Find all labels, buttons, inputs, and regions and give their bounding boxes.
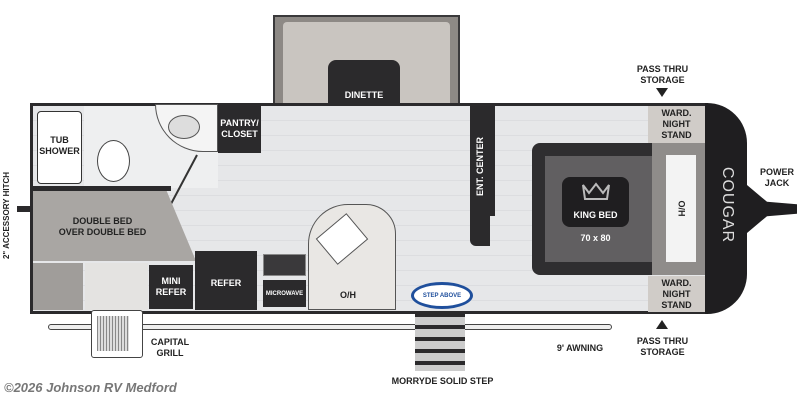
refer (195, 251, 257, 310)
step-label: MORRYDE SOLID STEP (391, 376, 494, 386)
entry-step (415, 313, 465, 371)
mini-refer (149, 265, 193, 309)
mini-refer-label: MINI REFER (155, 276, 187, 297)
ward-top-label: WARD. NIGHT STAND (661, 108, 692, 140)
kitchen-oh-label: O/H (339, 290, 356, 300)
arrow-down-icon (656, 88, 668, 97)
pass-thru-top-label: PASS THRU STORAGE (636, 64, 689, 85)
bed-oh-label: O/H (676, 200, 687, 217)
capital-grill-label: CAPITAL GRILL (150, 337, 190, 358)
toilet (97, 140, 130, 182)
bed-size-label: 70 x 80 (580, 233, 611, 243)
hitch (17, 206, 30, 212)
watermark: ©2026 Johnson RV Medford (4, 380, 177, 395)
pass-thru-bottom-label: PASS THRU STORAGE (636, 336, 689, 357)
double-bed-label: DOUBLE BED OVER DOUBLE BED (58, 216, 147, 237)
brand-text: COUGAR (719, 166, 737, 244)
brand-logo: COUGAR (712, 150, 742, 260)
king-bed-label: KING BED (573, 210, 618, 220)
dinette-label: DINETTE (344, 90, 384, 100)
refer-label: REFER (210, 278, 242, 288)
ent-center-label: ENT. CENTER (474, 136, 485, 196)
bed-oh-cabinet (666, 155, 696, 262)
awning-bar (48, 324, 612, 330)
power-jack (747, 185, 797, 233)
double-bed (33, 191, 196, 261)
bed-oh-text-wrap: O/H (666, 155, 696, 262)
hitch-text-wrap: 2" ACCESSORY HITCH (0, 160, 14, 270)
pantry-label: PANTRY/ CLOSET (220, 118, 259, 139)
ent-center-text-wrap: ENT. CENTER (470, 106, 490, 226)
microwave (263, 280, 306, 307)
ward-bottom-label: WARD. NIGHT STAND (661, 278, 692, 310)
hitch-label: 2" ACCESSORY HITCH (2, 171, 12, 259)
arrow-up-icon (656, 320, 668, 329)
ward-night-stand-top (648, 106, 705, 143)
stove (263, 254, 306, 276)
awning-label: 9' AWNING (556, 343, 604, 353)
tub-shower-label: TUB SHOWER (39, 135, 80, 156)
cabinet (33, 263, 83, 310)
crown-icon (582, 182, 610, 200)
tub-shower (37, 111, 82, 184)
power-jack-label: POWER JACK (759, 167, 794, 188)
front-cap (705, 103, 747, 314)
step-above-logo-text: STEP ABOVE (422, 292, 462, 299)
grill-grate (97, 316, 129, 351)
pantry-closet (218, 106, 261, 153)
counter (85, 263, 148, 310)
ent-center-wall (490, 106, 495, 216)
bath-wall (31, 186, 171, 191)
microwave-label: MICROWAVE (265, 291, 304, 297)
sink-basin (168, 115, 200, 139)
ent-center (470, 106, 490, 246)
ward-night-stand-bottom (648, 276, 705, 312)
step-above-logo: STEP ABOVE (411, 282, 473, 309)
